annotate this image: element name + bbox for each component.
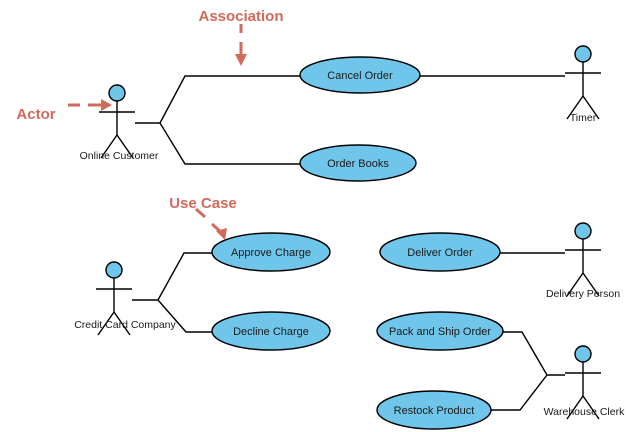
association-line — [157, 299, 212, 333]
use-case-label: Decline Charge — [233, 326, 309, 338]
actor-label: Delivery Person — [546, 288, 620, 300]
actor-head-icon — [574, 345, 592, 363]
annotation-arrowhead-icon — [235, 54, 247, 66]
use-case-node[interactable]: Deliver Order — [379, 232, 501, 272]
associations-layer — [132, 75, 565, 411]
use-case-ellipse[interactable] — [376, 390, 492, 430]
actor-leg-right — [116, 134, 134, 159]
association-line — [503, 331, 565, 376]
use-case-ellipse[interactable] — [379, 232, 501, 272]
actor-head-icon — [574, 222, 592, 240]
association-line — [135, 75, 300, 124]
use-case-ellipse[interactable] — [299, 144, 417, 182]
actor-leg-right — [113, 311, 131, 336]
actor-leg-right — [582, 272, 600, 297]
actor-label: Online Customer — [80, 150, 159, 162]
annotation-label: Actor — [16, 106, 55, 123]
use-case-node[interactable]: Order Books — [299, 144, 417, 182]
actor-leg-right — [582, 395, 600, 420]
actor-head-icon — [574, 45, 592, 63]
actor-leg-left — [97, 311, 115, 336]
use-case-node[interactable]: Decline Charge — [211, 311, 331, 351]
use-case-node[interactable]: Approve Charge — [211, 232, 331, 272]
association-line — [491, 374, 548, 411]
use-case-ellipse[interactable] — [211, 311, 331, 351]
actor-leg-left — [100, 134, 118, 159]
actor-head-icon — [105, 261, 123, 279]
association-line — [159, 122, 300, 165]
association-line — [132, 252, 212, 301]
use-case-label: Order Books — [327, 158, 389, 170]
actor-node[interactable]: Timer — [565, 45, 601, 124]
use-case-node[interactable]: Pack and Ship Order — [376, 311, 504, 351]
use-case-label: Pack and Ship Order — [389, 326, 491, 338]
annotation-callout: Association — [198, 8, 284, 66]
actor-label: Timer — [570, 112, 597, 124]
use-case-node[interactable]: Cancel Order — [299, 56, 421, 94]
actor-node[interactable]: Warehouse Clerk — [544, 345, 625, 420]
actor-head-icon — [108, 84, 126, 102]
actor-leg-left — [566, 395, 584, 420]
use-case-label: Deliver Order — [407, 247, 473, 259]
annotation-arrowhead-icon — [101, 99, 112, 111]
annotation-label: Use Case — [169, 195, 237, 212]
actor-label: Credit Card Company — [74, 319, 176, 331]
actor-node[interactable]: Online Customer — [80, 84, 159, 162]
actor-node[interactable]: Credit Card Company — [74, 261, 177, 336]
use-case-ellipse[interactable] — [376, 311, 504, 351]
use-case-node[interactable]: Restock Product — [376, 390, 492, 430]
actor-leg-left — [566, 95, 584, 120]
annotation-callout: Actor — [16, 99, 112, 123]
actor-label: Warehouse Clerk — [544, 406, 625, 418]
use-case-ellipse[interactable] — [211, 232, 331, 272]
annotation-arrow-dash — [195, 207, 206, 219]
use-case-label: Cancel Order — [327, 70, 393, 82]
use-case-label: Restock Product — [394, 405, 475, 417]
annotation-arrowhead-icon — [216, 228, 227, 240]
annotation-callout: Use Case — [169, 195, 237, 240]
annotation-label: Association — [198, 8, 283, 25]
actor-node[interactable]: Delivery Person — [546, 222, 620, 300]
actor-leg-left — [566, 272, 584, 297]
use-case-label: Approve Charge — [231, 247, 311, 259]
use-case-ellipse[interactable] — [299, 56, 421, 94]
actor-leg-right — [582, 95, 600, 120]
